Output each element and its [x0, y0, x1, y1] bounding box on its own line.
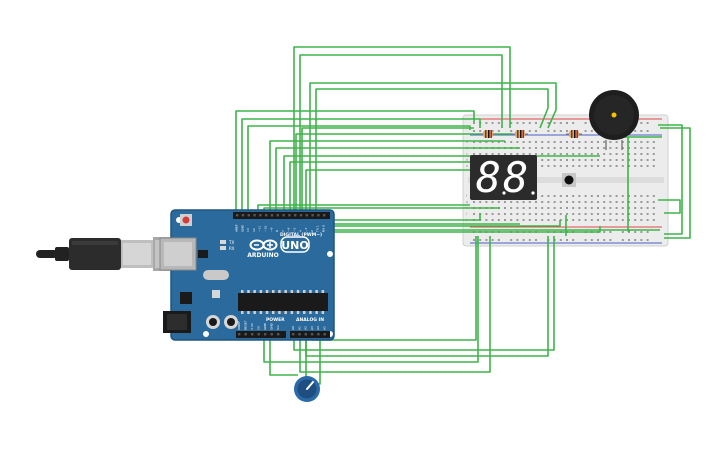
microcontroller-pins [241, 290, 325, 314]
digital-pin[interactable] [265, 214, 268, 217]
analog-pin-label: A5 [323, 326, 327, 330]
digital-pin-label: 12 [252, 228, 256, 232]
power-pin-label: Vin [276, 325, 280, 330]
digital-pin[interactable] [259, 214, 262, 217]
analog-pin[interactable] [304, 333, 307, 336]
power-pin[interactable] [277, 333, 280, 336]
digital-header-label: DIGITAL (PWM~) [280, 232, 322, 238]
digital-pin[interactable] [241, 214, 245, 217]
digital-pin[interactable] [276, 214, 279, 217]
pushbutton-icon[interactable] [562, 173, 576, 187]
resistor-1[interactable] [480, 130, 496, 138]
analog-pin-label: A1 [297, 326, 301, 330]
power-pin[interactable] [264, 333, 267, 336]
usb-cable-icon[interactable] [36, 237, 177, 271]
analog-pin-label: A2 [304, 326, 308, 330]
analog-pin[interactable] [298, 333, 301, 336]
analog-header-label: ANALOG IN [296, 317, 324, 323]
power-pin-label: IOREF [237, 321, 241, 330]
digital-pin-label: GND [240, 224, 244, 232]
digital-pin[interactable] [288, 214, 291, 217]
arduino-logo-icon [249, 239, 278, 251]
tx-label: TX [228, 240, 234, 245]
digital-pin[interactable] [270, 214, 274, 217]
digital-pin-label: 13 [246, 228, 250, 232]
digital-pin-label: TX 1 [316, 225, 320, 233]
digital-pin[interactable] [253, 214, 256, 217]
seven-segment-display[interactable]: 88 [470, 153, 537, 202]
digital-pin[interactable] [305, 214, 308, 217]
row-letter: f [466, 194, 468, 198]
digital-pin-label: ~9 [269, 227, 273, 232]
digital-pin[interactable] [294, 214, 297, 217]
digital-header[interactable] [236, 214, 326, 217]
digital-pin-label: 7 [281, 230, 285, 232]
digital-pin-label: RX 0 [322, 225, 326, 232]
rx-label: RX [229, 246, 235, 251]
arduino-uno-board[interactable]: TX RX ARDUINO UNO DIGITAL (PWM~) POWER A… [159, 209, 335, 341]
power-header[interactable] [238, 333, 326, 336]
power-pin[interactable] [270, 333, 273, 336]
analog-pin[interactable] [310, 333, 314, 336]
digital-pin[interactable] [323, 214, 326, 217]
digital-pin[interactable] [236, 214, 239, 217]
digital-pin[interactable] [299, 214, 303, 217]
analog-pin[interactable] [317, 333, 320, 336]
display-digits: 88 [476, 153, 531, 202]
row-letter: c [466, 152, 468, 156]
digital-pin-label: 2 [310, 230, 314, 232]
power-pin-label: GND [263, 322, 267, 330]
row-letter: e [466, 164, 468, 168]
digital-pin[interactable] [247, 214, 250, 217]
arduino-brand: ARDUINO [247, 252, 278, 259]
power-pin[interactable] [238, 333, 241, 336]
power-pin-label: RESET [244, 320, 248, 330]
digital-pin-label: 8 [275, 230, 279, 232]
analog-pin-label: A3 [310, 326, 314, 330]
analog-pin[interactable] [323, 333, 326, 336]
row-letter: d [466, 158, 468, 162]
power-pin[interactable] [244, 333, 247, 336]
digital-pin[interactable] [317, 214, 320, 217]
analog-pin[interactable] [292, 333, 295, 336]
resistor-3[interactable] [566, 130, 582, 138]
analog-pin-label: A0 [291, 326, 295, 330]
digital-pin-label: ~6 [287, 227, 291, 232]
arduino-model: UNO [281, 239, 309, 252]
power-header-label: POWER [266, 317, 285, 323]
power-pin-label: 5V [257, 325, 261, 330]
potentiometer-icon[interactable] [294, 376, 320, 402]
digital-pin-label: ~3 [304, 227, 308, 232]
row-letter: g [466, 200, 468, 204]
piezo-buzzer-icon[interactable] [589, 90, 639, 150]
digital-pin-label: 4 [298, 230, 302, 232]
digital-pin-label: AREF [235, 224, 239, 232]
power-pin-label: 3.3V [250, 322, 254, 330]
digital-pin-label: ~5 [293, 227, 297, 232]
power-pin[interactable] [251, 333, 254, 336]
resistor-2[interactable] [512, 130, 528, 138]
analog-pin-label: A4 [316, 326, 320, 330]
digital-pin[interactable] [311, 214, 314, 217]
digital-pin-label: ~11 [258, 226, 262, 232]
digital-pin-label: ~10 [264, 226, 268, 232]
power-pin-label: GND [270, 322, 274, 330]
digital-pin[interactable] [282, 214, 285, 217]
power-pin[interactable] [257, 333, 260, 336]
row-letter: i [466, 212, 467, 216]
row-letter: a [466, 140, 468, 144]
